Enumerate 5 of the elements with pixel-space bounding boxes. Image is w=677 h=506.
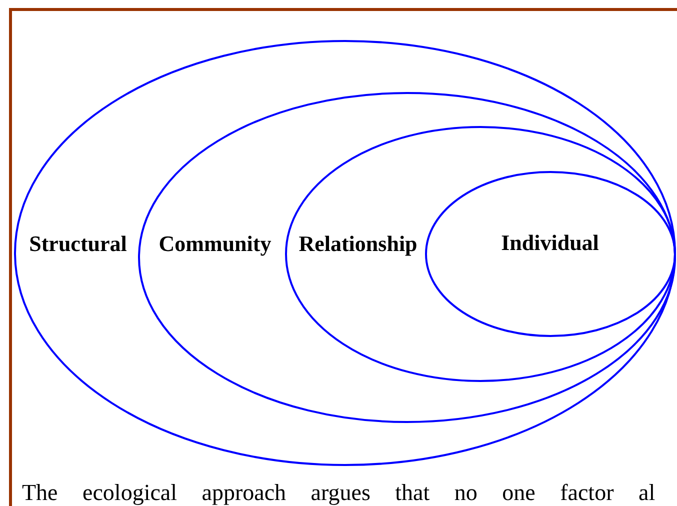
level-label: Community	[158, 233, 272, 255]
level-label: Structural	[29, 233, 127, 255]
body-text: The ecological approach argues that no one factor al	[22, 481, 656, 504]
level-label: Individual	[501, 232, 599, 254]
level-label: Relationship	[298, 233, 418, 255]
